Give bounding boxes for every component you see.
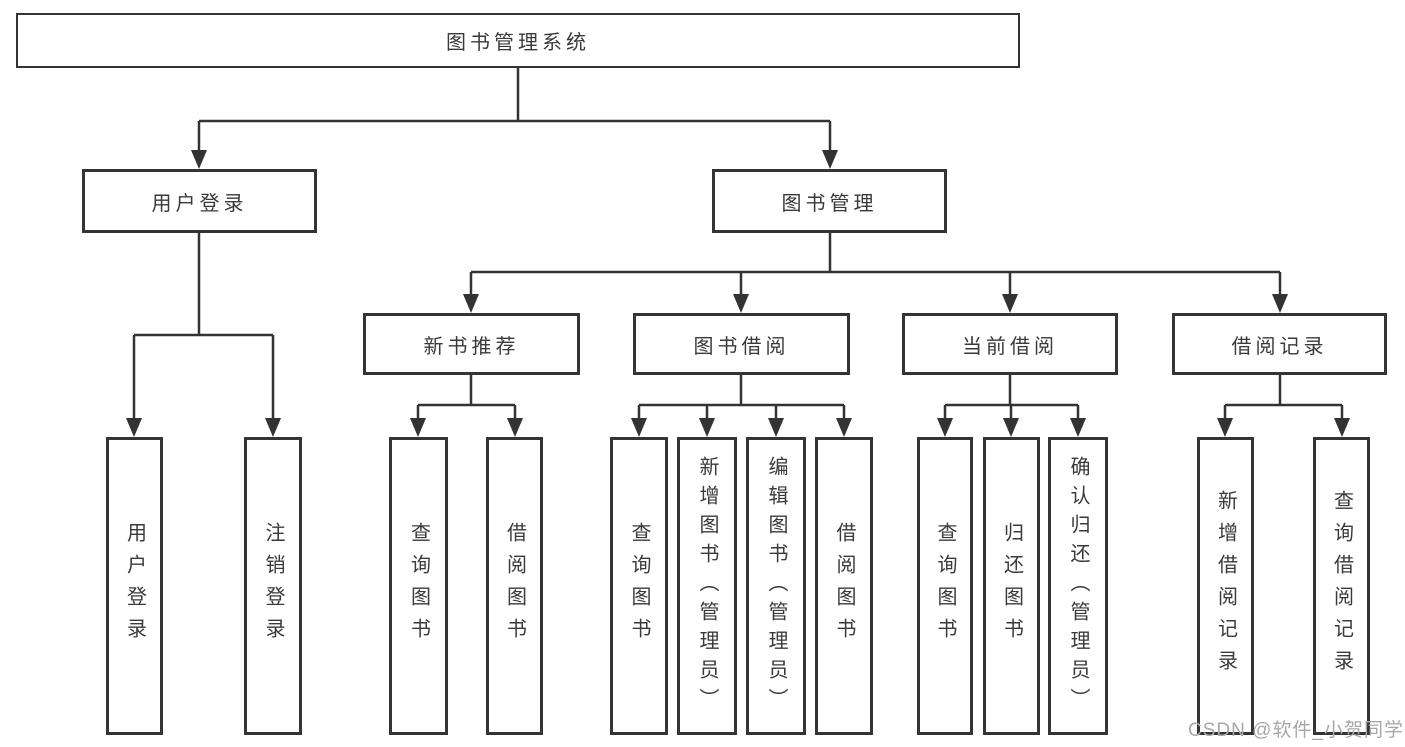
node-label: 新增图书（管理员） <box>696 455 718 717</box>
node-label: 查询图书 <box>628 522 650 650</box>
node-label: 图书管理 <box>781 192 878 215</box>
node-label: 注销登录 <box>262 522 284 650</box>
csdn-watermark: CSDN @软件_小贺同学 <box>1188 720 1404 741</box>
node-label: 确认归还（管理员） <box>1067 455 1089 717</box>
leaf-query-books-borrow: 查询图书 <box>610 437 668 735</box>
node-label: 新书推荐 <box>423 335 520 358</box>
leaf-return-books: 归还图书 <box>983 437 1040 735</box>
node-book-management: 图书管理 <box>712 169 947 233</box>
leaf-borrow-books-borrow: 借阅图书 <box>815 437 873 735</box>
leaf-logout: 注销登录 <box>244 437 302 735</box>
node-root: 图书管理系统 <box>16 13 1020 68</box>
leaf-edit-book-admin: 编辑图书（管理员） <box>746 437 806 735</box>
node-book-borrow: 图书借阅 <box>633 313 850 375</box>
node-current-borrow: 当前借阅 <box>902 313 1118 375</box>
leaf-user-login: 用户登录 <box>106 437 163 735</box>
leaf-query-borrow-record: 查询借阅记录 <box>1313 437 1370 735</box>
leaf-borrow-books-recommend: 借阅图书 <box>486 437 543 735</box>
node-label: 借阅记录 <box>1231 335 1328 358</box>
node-label: 借阅图书 <box>833 522 855 650</box>
node-label: 查询图书 <box>407 522 430 650</box>
arrowheads <box>126 150 1350 437</box>
node-borrow-records: 借阅记录 <box>1172 313 1387 375</box>
node-label: 当前借阅 <box>962 335 1058 358</box>
node-label: 查询借阅记录 <box>1330 490 1353 682</box>
node-user-login: 用户登录 <box>82 169 317 233</box>
leaf-confirm-return-admin: 确认归还（管理员） <box>1048 437 1108 735</box>
node-label: 图书借阅 <box>693 335 790 358</box>
node-label: 用户登录 <box>151 192 248 215</box>
leaf-query-books-recommend: 查询图书 <box>389 437 448 735</box>
node-label: 用户登录 <box>123 522 146 650</box>
leaf-add-book-admin: 新增图书（管理员） <box>677 437 737 735</box>
node-label: 新增借阅记录 <box>1214 490 1237 682</box>
leaf-query-books-current: 查询图书 <box>917 437 973 735</box>
node-label: 查询图书 <box>934 522 956 650</box>
node-label: 编辑图书（管理员） <box>765 455 787 717</box>
node-label: 图书管理系统 <box>446 32 590 54</box>
leaf-add-borrow-record: 新增借阅记录 <box>1197 437 1254 735</box>
node-label: 借阅图书 <box>503 522 526 650</box>
node-label: 归还图书 <box>1000 522 1023 650</box>
node-new-book-recommend: 新书推荐 <box>363 313 580 375</box>
